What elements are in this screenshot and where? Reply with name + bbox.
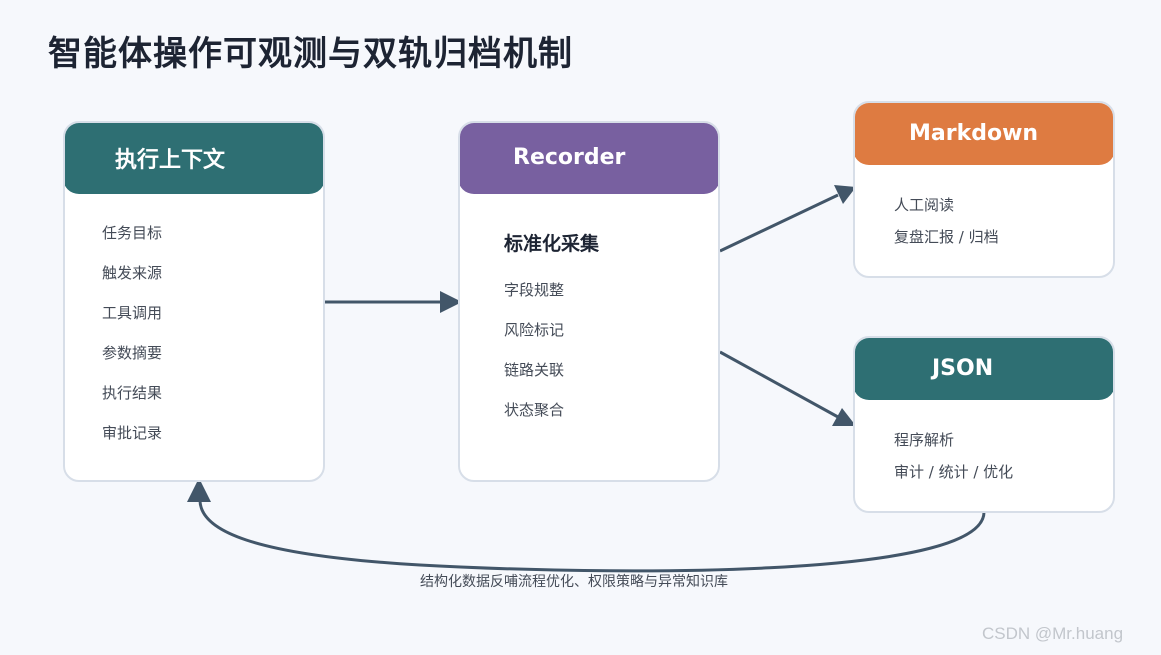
json-card-header: JSON: [855, 338, 1113, 400]
context-card-header: 执行上下文: [65, 123, 323, 194]
list-item: 工具调用: [102, 304, 163, 322]
feedback-label: 结构化数据反哺流程优化、权限策略与异常知识库: [420, 574, 728, 590]
json-card: JSON 程序解析 审计 / 统计 / 优化: [853, 336, 1115, 513]
feedback-curve: [198, 499, 986, 573]
markdown-card-body: 人工阅读 复盘汇报 / 归档: [855, 189, 1113, 253]
context-card-title: 执行上下文: [115, 147, 226, 173]
recorder-section-title: 标准化采集: [504, 233, 600, 255]
list-item: 状态聚合: [504, 401, 565, 419]
arrow-recorder-to-json: [719, 350, 839, 419]
list-item: 风险标记: [504, 321, 565, 339]
arrowhead-feedback: [187, 478, 211, 502]
list-item: 审计 / 统计 / 优化: [894, 463, 1014, 481]
list-item: 人工阅读: [894, 196, 955, 214]
watermark: CSDN @Mr.huang: [982, 624, 1124, 643]
list-item: 参数摘要: [102, 344, 163, 362]
markdown-card-title: Markdown: [909, 120, 1039, 146]
recorder-card-header: Recorder: [460, 123, 718, 194]
arrowhead-context-to-recorder: [440, 291, 462, 313]
json-card-body: 程序解析 审计 / 统计 / 优化: [855, 424, 1113, 488]
context-card: 执行上下文 任务目标 触发来源 工具调用 参数摘要 执行结果 审批记录: [63, 121, 325, 482]
list-item: 字段规整: [504, 281, 565, 299]
list-item: 复盘汇报 / 归档: [894, 228, 999, 246]
arrow-recorder-to-markdown: [719, 193, 839, 253]
list-item: 任务目标: [102, 224, 163, 242]
list-item: 执行结果: [102, 384, 163, 402]
recorder-card-title: Recorder: [513, 145, 626, 170]
recorder-card: Recorder 标准化采集 字段规整 风险标记 链路关联 状态聚合: [458, 121, 720, 482]
arrowhead-recorder-to-markdown: [834, 185, 856, 204]
markdown-card: Markdown 人工阅读 复盘汇报 / 归档: [853, 101, 1115, 278]
context-card-body: 任务目标 触发来源 工具调用 参数摘要 执行结果 审批记录: [65, 213, 323, 453]
list-item: 链路关联: [504, 361, 565, 379]
json-card-title: JSON: [932, 355, 994, 381]
list-item: 审批记录: [102, 424, 163, 442]
markdown-card-header: Markdown: [855, 103, 1113, 165]
arrowhead-recorder-to-json: [832, 408, 856, 426]
list-item: 触发来源: [102, 264, 163, 282]
list-item: 程序解析: [894, 431, 955, 449]
page-title: 智能体操作可观测与双轨归档机制: [48, 34, 573, 74]
recorder-card-body: 标准化采集 字段规整 风险标记 链路关联 状态聚合: [460, 229, 718, 430]
